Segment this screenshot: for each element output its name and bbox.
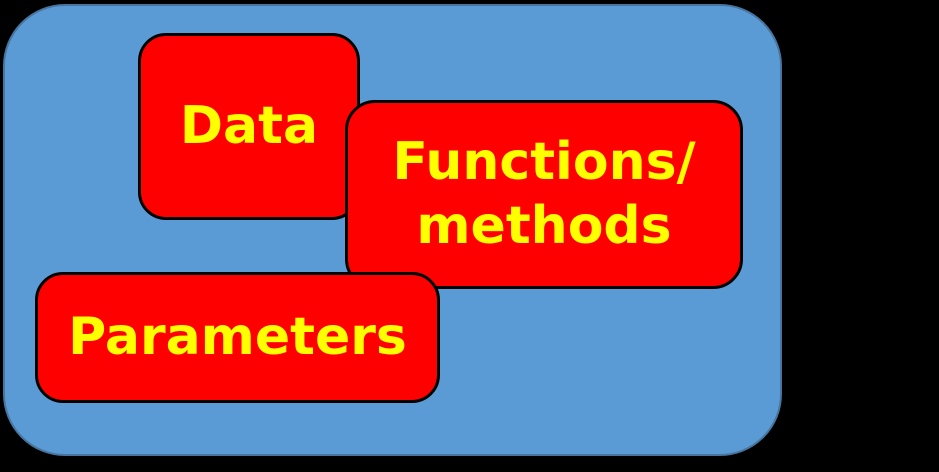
parameters-box-label: Parameters: [68, 306, 407, 367]
functions-methods-box: Functions/ methods: [345, 100, 743, 289]
data-box-label: Data: [179, 95, 319, 156]
functions-methods-label-line2: methods: [416, 195, 672, 256]
parameters-box: Parameters: [35, 272, 440, 403]
data-box: Data: [138, 33, 360, 220]
functions-methods-label-line1: Functions/: [392, 132, 696, 193]
